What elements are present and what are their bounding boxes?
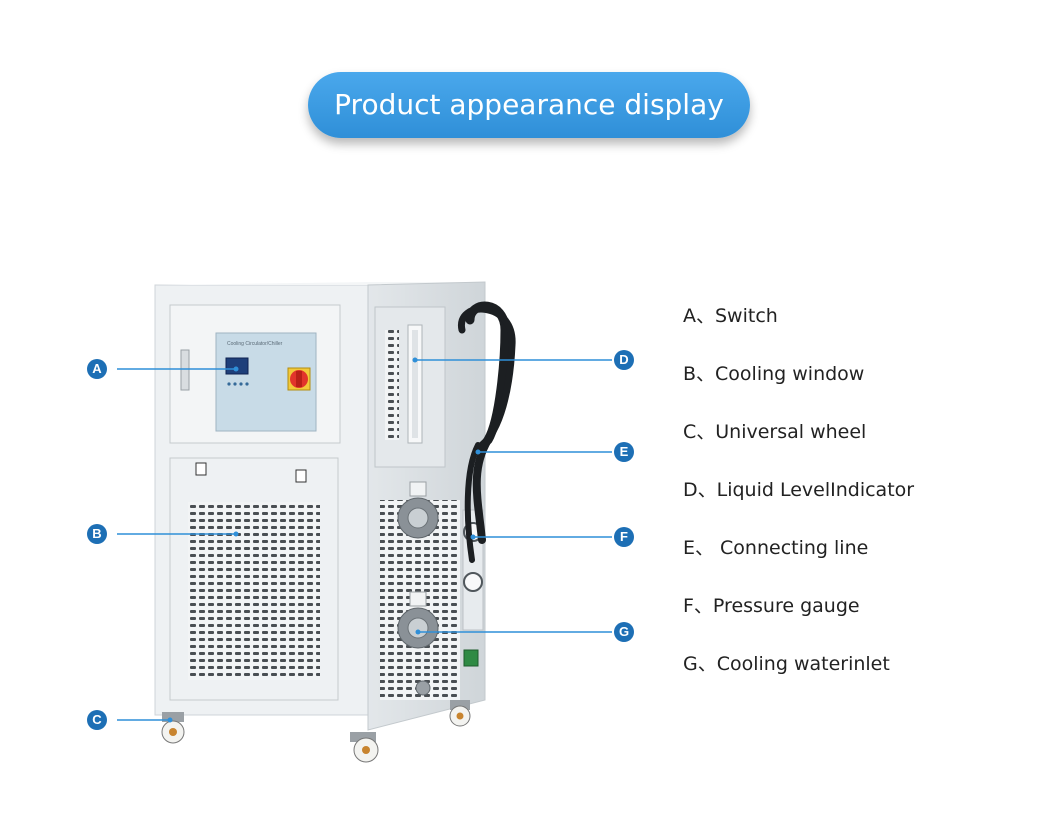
universal-wheel-right [449,700,471,727]
panel-label: Cooling Circulator/Chiller [227,341,283,347]
cabinet-top [155,282,485,285]
legend-item-switch: A、Switch [683,305,778,327]
display-screen [225,357,249,375]
marker-a: A [87,359,107,379]
latch-left [195,462,207,476]
legend-item-universal-wheel: C、Universal wheel [683,421,867,443]
title-banner: Product appearance display [308,72,750,138]
marker-e: E [614,442,634,462]
legend-item-liquid-level-indicator: D、Liquid LevelIndicator [683,479,915,501]
marker-b: B [87,524,107,544]
latch-right [295,469,307,483]
marker-g: G [614,622,634,642]
side-vent [385,330,399,440]
cooling-window [188,502,320,680]
universal-wheel-mid [350,732,379,763]
legend-item-cooling-window: B、Cooling window [683,363,865,385]
upper-handle [180,349,190,391]
legend-item-connecting-line: E、 Connecting line [683,537,869,559]
legend-list: A、Switch B、Cooling window C、Universal wh… [683,300,914,706]
legend-item-pressure-gauge: F、Pressure gauge [683,595,860,617]
banner-title: Product appearance display [334,88,724,121]
marker-d: D [614,350,634,370]
universal-wheel-left [161,712,185,744]
upper-flange [397,481,439,539]
legend-item-cooling-water-inlet: G、Cooling waterinlet [683,653,890,675]
water-inlet-flange [397,591,439,649]
green-terminal [463,649,479,667]
connecting-line [458,301,516,563]
marker-f: F [614,527,634,547]
marker-c: C [87,710,107,730]
